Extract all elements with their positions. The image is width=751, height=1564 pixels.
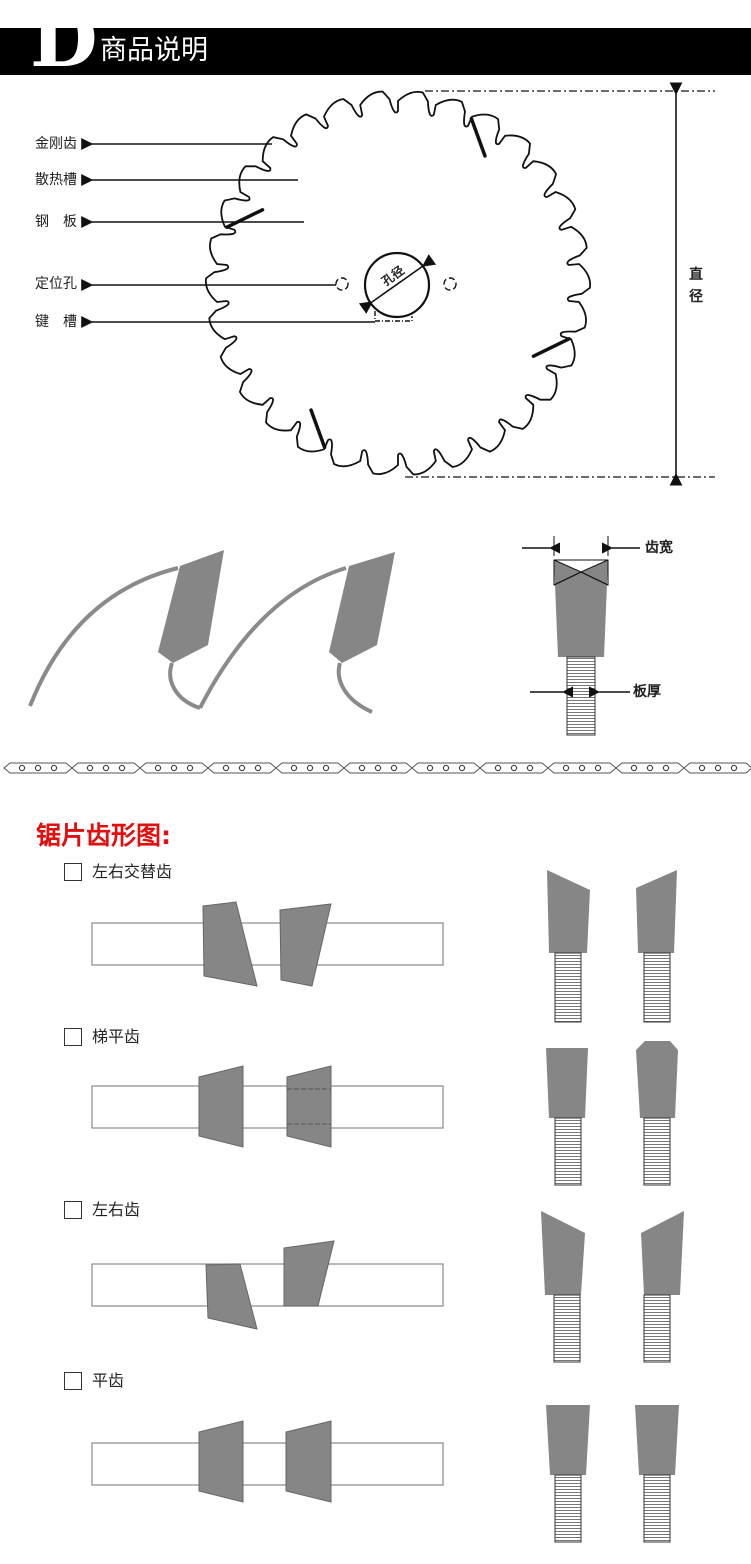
chain-rivet [238, 764, 246, 772]
tooth-type-3-label: 左右齿 [92, 1200, 141, 1219]
bore-arrow [358, 254, 437, 314]
chain-rivet [358, 764, 366, 772]
chain-rivet [322, 764, 330, 772]
header-letter: D [30, 0, 98, 85]
chain-rivet [390, 764, 398, 772]
label-key-slot: 键 槽 [35, 314, 77, 330]
chain-rivet [730, 764, 738, 772]
tooth-type-3-diagram [91, 1211, 684, 1363]
chain-rivet [562, 764, 570, 772]
key-slot-shape [374, 311, 413, 322]
label-diameter: 直径 [689, 267, 703, 305]
chain-rivet [630, 764, 638, 772]
tooth-type-2-checkbox[interactable] [64, 1028, 82, 1046]
chain-rivet [170, 764, 178, 772]
tooth-width-diagram [522, 536, 640, 736]
chain-rivet [510, 764, 518, 772]
tooth-type-2-label: 梯平齿 [92, 1027, 141, 1046]
chain-rivet [18, 764, 26, 772]
label-diamond-tooth: 金刚齿 [35, 136, 77, 152]
chain-divider [3, 762, 751, 774]
tooth-type-4-checkbox[interactable] [64, 1372, 82, 1390]
chain-rivet [118, 764, 126, 772]
chain-rivet [578, 764, 586, 772]
header-bar [0, 28, 751, 75]
chain-rivet [646, 764, 654, 772]
tooth-closeup [28, 550, 395, 714]
locating-hole-right [443, 277, 457, 291]
tooth-type-1-label: 左右交替齿 [92, 862, 173, 881]
section-title: 锯片齿形图: [36, 821, 171, 850]
chain-rivet [374, 764, 382, 772]
label-locating-hole: 定位孔 [35, 276, 77, 292]
label-plate-thickness: 板厚 [633, 684, 661, 700]
chain-rivet [306, 764, 314, 772]
heat-slot-3 [225, 208, 265, 229]
heat-slot-1 [531, 337, 571, 358]
heat-slot-2 [309, 408, 327, 450]
chain-rivet [254, 764, 262, 772]
chain-rivet [426, 764, 434, 772]
tooth-type-2-diagram [91, 1041, 678, 1186]
chain-rivet [442, 764, 450, 772]
chain-rivet [698, 764, 706, 772]
chain-rivet [154, 764, 162, 772]
chain-rivet [34, 764, 42, 772]
heat-slot-0 [469, 116, 487, 158]
chain-rivet [102, 764, 110, 772]
chain-rivet [50, 764, 58, 772]
tooth-type-4-label: 平齿 [92, 1371, 125, 1390]
chain-rivet [186, 764, 194, 772]
chain-rivet [290, 764, 298, 772]
locating-hole-left [335, 277, 349, 291]
chain-rivet [526, 764, 534, 772]
chain-rivet [714, 764, 722, 772]
chain-rivet [222, 764, 230, 772]
tooth-type-1-diagram [91, 870, 677, 1023]
chain-rivet [662, 764, 670, 772]
tooth-type-1-checkbox[interactable] [64, 863, 82, 881]
label-heat-slot: 散热槽 [35, 172, 77, 188]
chain-rivet [458, 764, 466, 772]
page-title: 商品说明 [100, 35, 208, 66]
tooth-type-3-checkbox[interactable] [64, 1201, 82, 1219]
chain-rivet [494, 764, 502, 772]
chain-rivet [86, 764, 94, 772]
chain-rivet [594, 764, 602, 772]
label-tooth-width: 齿宽 [645, 540, 673, 556]
label-steel-plate: 钢 板 [35, 214, 77, 230]
tooth-type-4-diagram [91, 1405, 679, 1543]
chain-link [683, 762, 751, 774]
